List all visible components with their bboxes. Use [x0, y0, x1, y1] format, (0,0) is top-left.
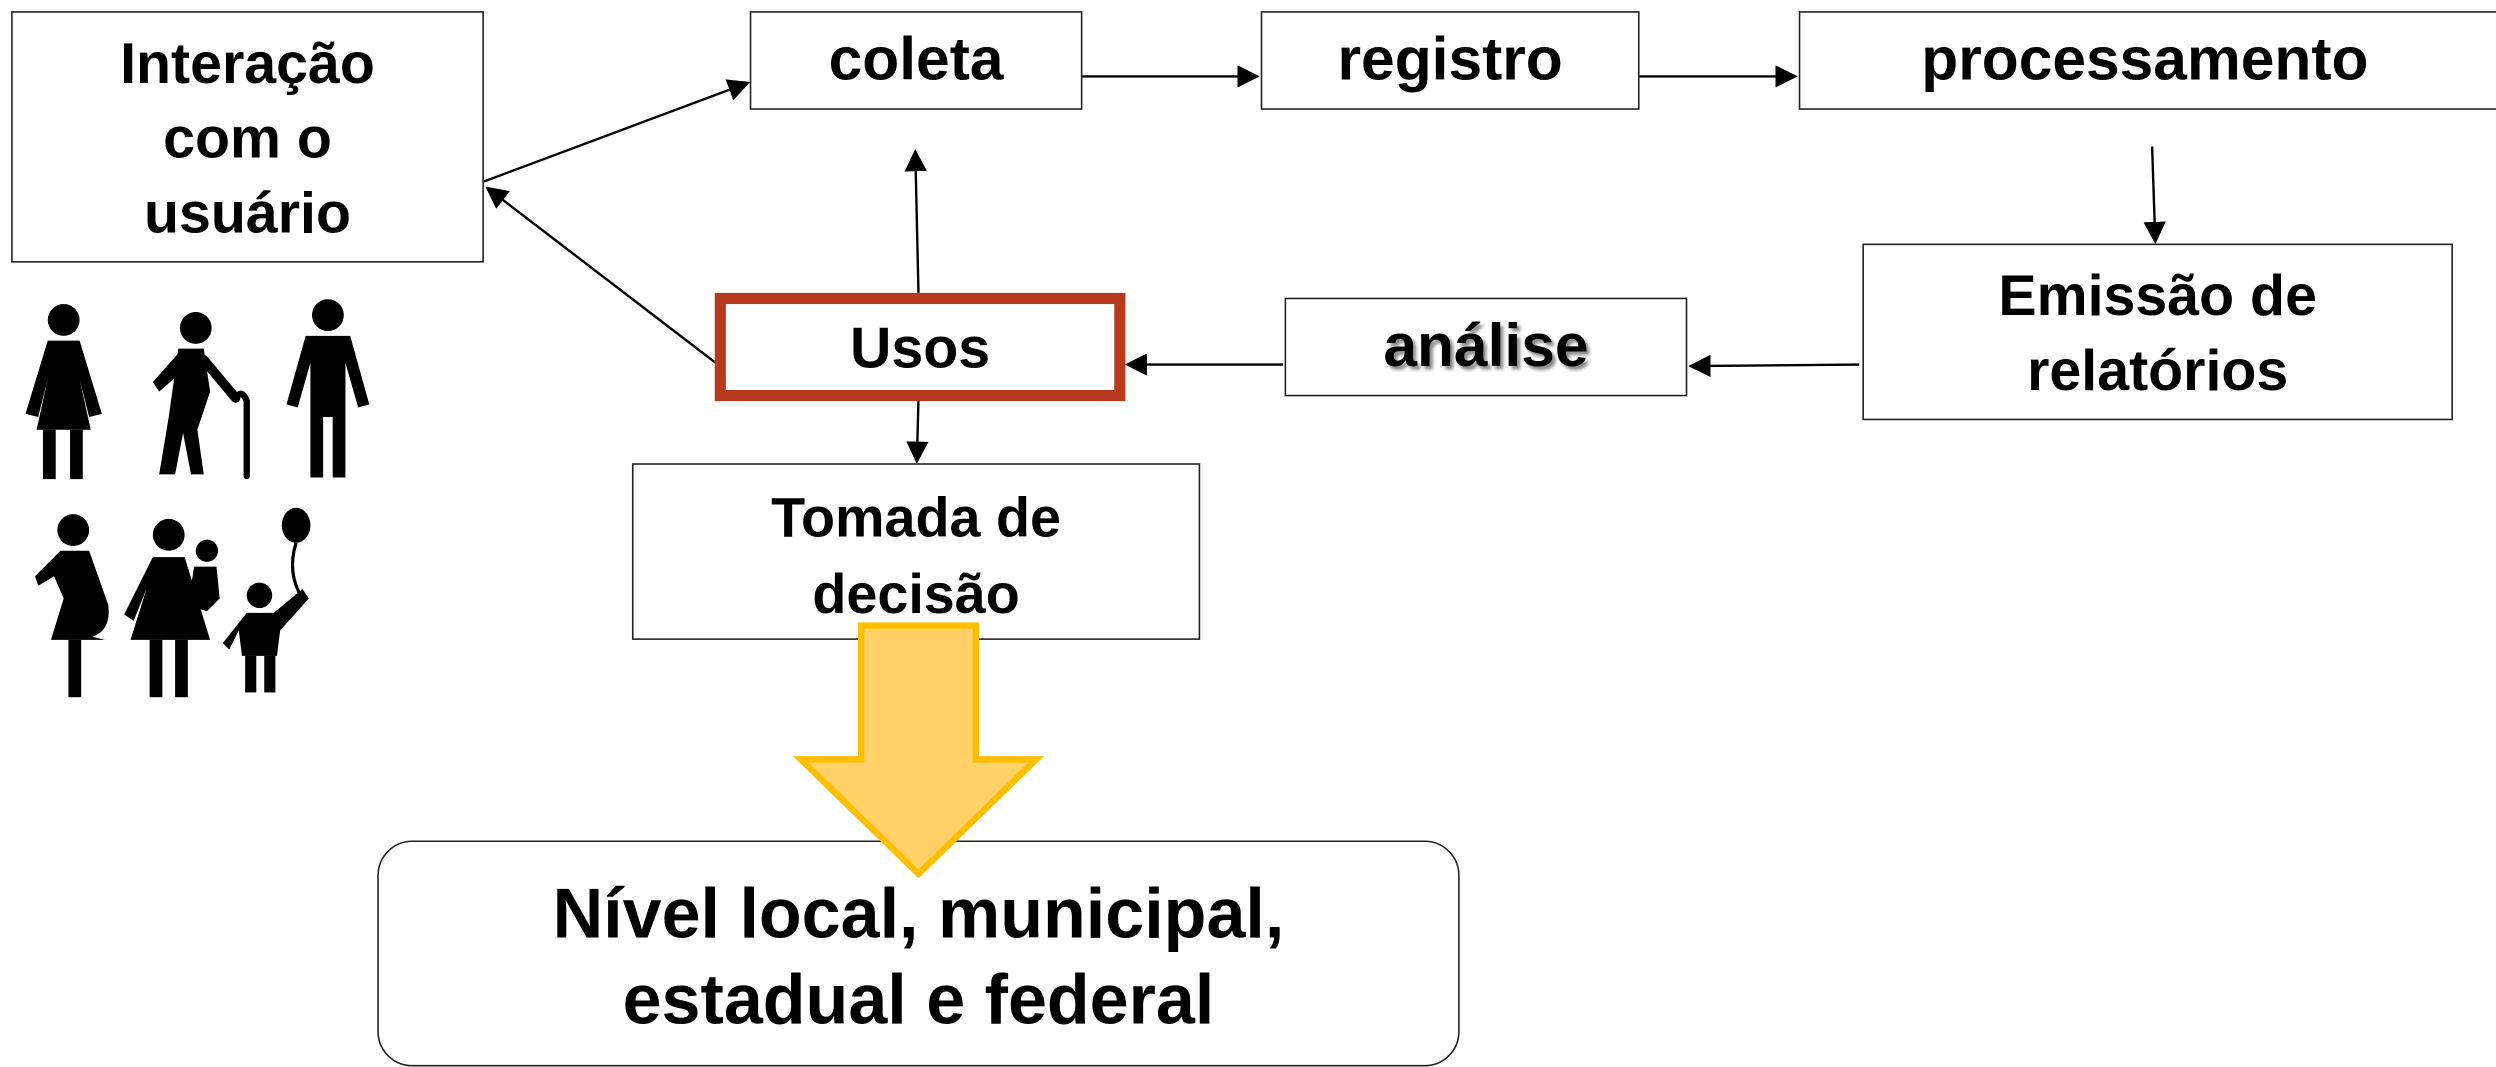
node-usos-label: Usos	[849, 314, 991, 380]
node-emissao-label: Emissão de relatórios	[1998, 261, 2317, 402]
pregnant-woman-icon	[35, 514, 109, 698]
arrow-usos-to-coleta	[904, 148, 927, 293]
arrow-usos-to-tomada	[906, 399, 929, 464]
node-tomada: Tomada de decisão	[631, 463, 1201, 640]
node-interacao-label: Interação com o usuário	[120, 29, 375, 245]
node-coleta: coleta	[749, 11, 1083, 110]
man-icon	[286, 299, 370, 478]
node-coleta-label: coleta	[828, 26, 1004, 94]
arrow-emissao-to-analise	[1688, 354, 1860, 378]
big-down-arrow	[792, 622, 1045, 879]
woman-icon	[25, 304, 102, 480]
arrow-processamento-to-emissao	[2143, 146, 2166, 245]
node-interacao: Interação com o usuário	[11, 11, 484, 263]
node-registro: registro	[1260, 11, 1640, 110]
node-emissao: Emissão de relatórios	[1862, 243, 2453, 421]
node-processamento-label: processamento	[1921, 26, 2369, 94]
node-analise-label: análise	[1383, 312, 1589, 380]
woman-with-child-icon	[124, 518, 220, 698]
node-nivel-label: Nível local, municipal, estadual e feder…	[552, 875, 1285, 1040]
node-registro-label: registro	[1337, 26, 1563, 94]
arrow-usos-to-interacao	[485, 186, 719, 366]
people-pictograms	[25, 299, 370, 698]
node-usos: Usos	[714, 292, 1126, 402]
node-analise: análise	[1284, 297, 1688, 397]
child-with-balloon-icon	[222, 507, 311, 693]
node-tomada-label: Tomada de decisão	[771, 487, 1062, 626]
elderly-person-icon	[152, 311, 250, 480]
node-processamento: processamento	[1798, 11, 2496, 110]
arrow-interacao-to-coleta	[483, 79, 751, 183]
node-nivel: Nível local, municipal, estadual e feder…	[377, 840, 1460, 1067]
